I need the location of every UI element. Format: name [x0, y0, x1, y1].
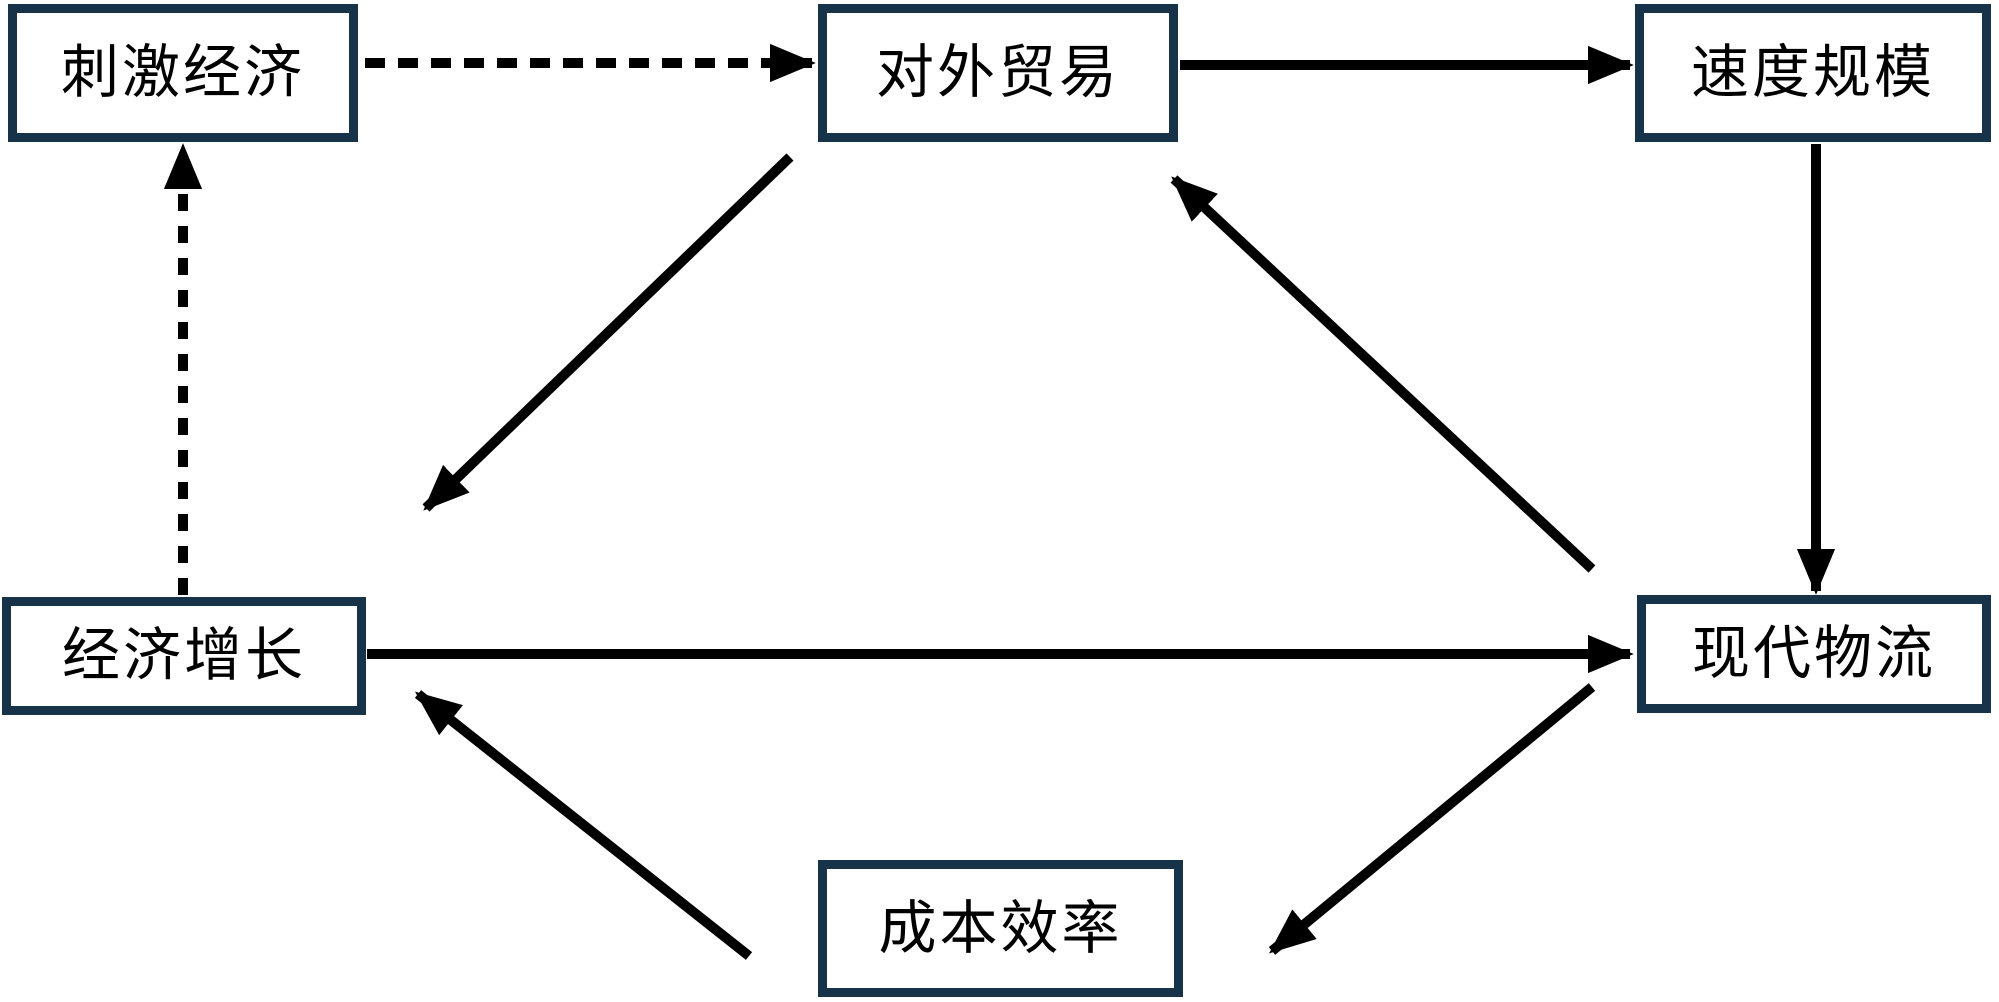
node-label-speed-scale: 速度规模: [1690, 40, 1935, 105]
node-speed-scale[interactable]: 速度规模: [1635, 4, 1991, 142]
node-label-modern-logistics: 现代物流: [1691, 621, 1936, 686]
node-stimulate-economy[interactable]: 刺激经济: [8, 4, 358, 142]
node-label-stimulate-economy: 刺激经济: [60, 40, 305, 105]
node-foreign-trade[interactable]: 对外贸易: [818, 4, 1178, 142]
node-label-foreign-trade: 对外贸易: [875, 40, 1120, 105]
edge-cost-to-growth: [414, 690, 753, 960]
edge-trade-to-growth: [422, 153, 794, 512]
node-economic-growth[interactable]: 经济增长: [2, 597, 366, 715]
node-modern-logistics[interactable]: 现代物流: [1637, 595, 1991, 713]
node-label-cost-efficiency: 成本效率: [878, 895, 1123, 961]
node-label-economic-growth: 经济增长: [61, 623, 306, 688]
edge-logistics-to-cost: [1268, 683, 1596, 955]
edge-logistics-to-trade: [1170, 175, 1596, 573]
node-cost-efficiency[interactable]: 成本效率: [818, 860, 1183, 997]
